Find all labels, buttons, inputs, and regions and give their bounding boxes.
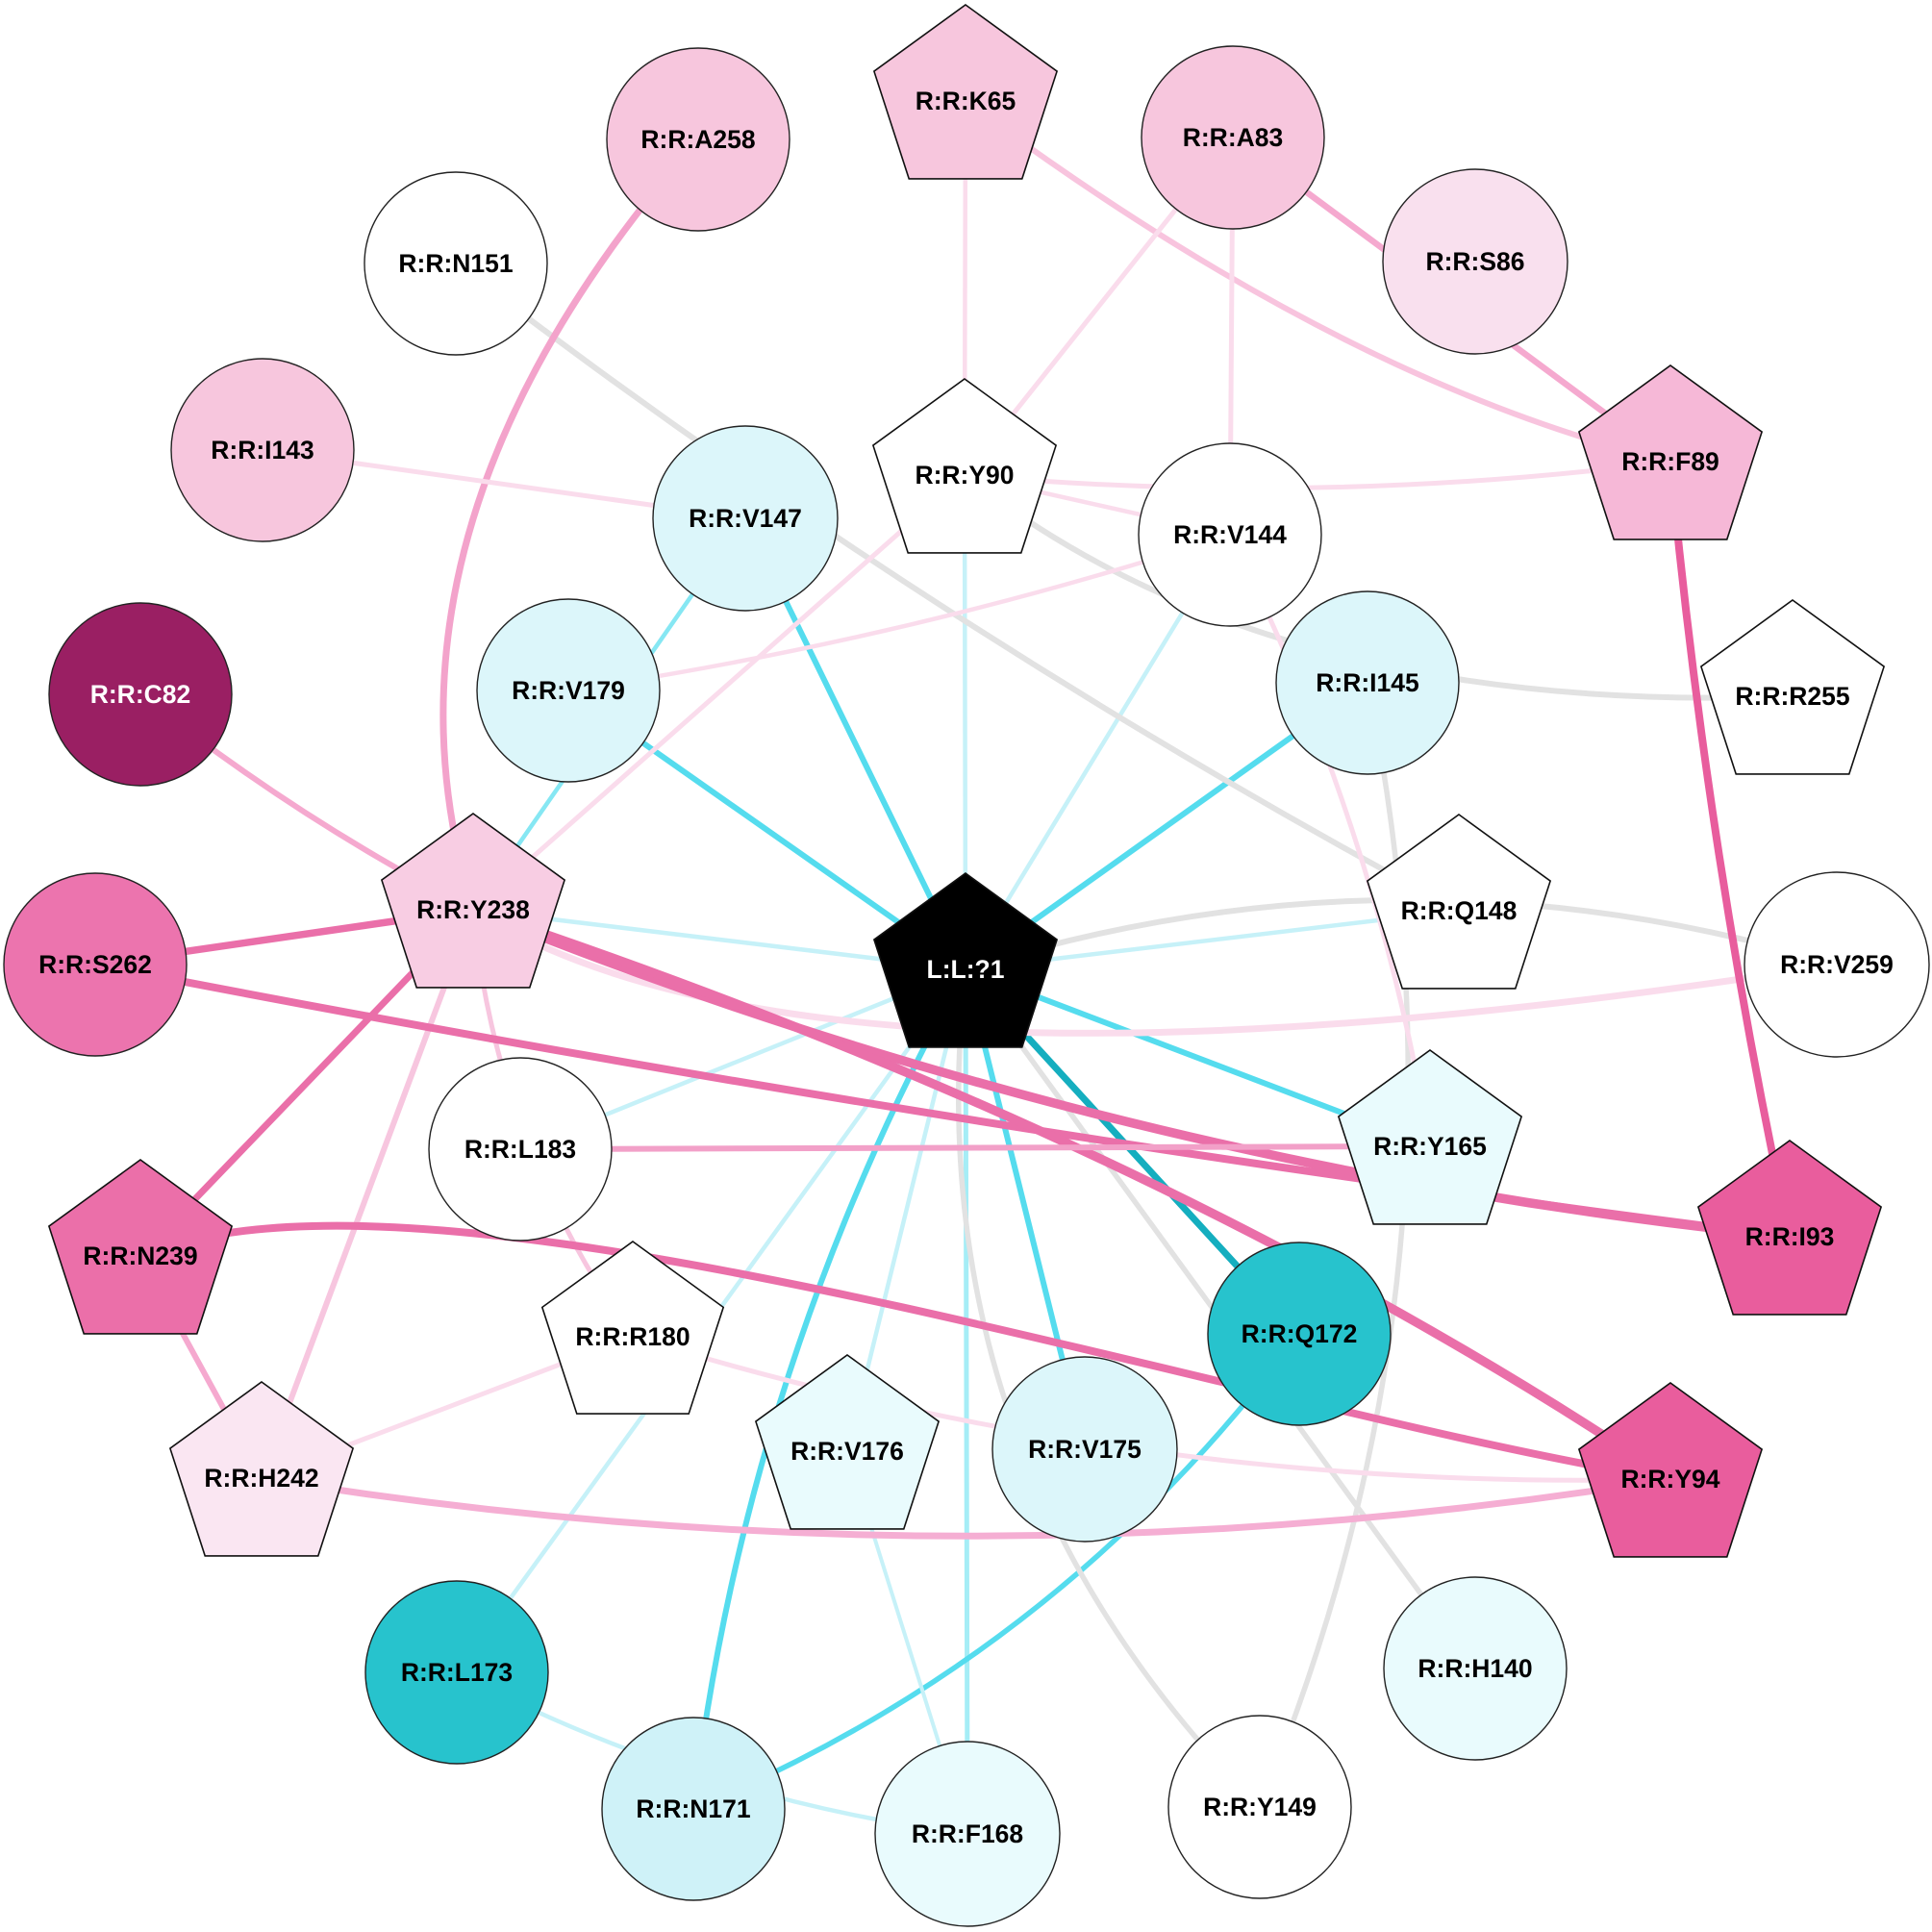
svg-text:R:R:N151: R:R:N151: [398, 249, 513, 278]
svg-text:R:R:R255: R:R:R255: [1735, 682, 1849, 711]
svg-text:R:R:Y149: R:R:Y149: [1203, 1793, 1317, 1821]
svg-text:R:R:V259: R:R:V259: [1780, 950, 1894, 979]
svg-text:R:R:Y165: R:R:Y165: [1373, 1132, 1487, 1161]
svg-text:R:R:S262: R:R:S262: [38, 950, 152, 979]
svg-text:R:R:A258: R:R:A258: [640, 125, 755, 154]
svg-text:R:R:Y238: R:R:Y238: [416, 895, 530, 924]
svg-text:R:R:N239: R:R:N239: [83, 1242, 197, 1270]
svg-text:R:R:I143: R:R:I143: [211, 436, 314, 464]
svg-text:R:R:V175: R:R:V175: [1028, 1435, 1142, 1464]
svg-text:R:R:F168: R:R:F168: [912, 1819, 1023, 1848]
svg-text:R:R:L173: R:R:L173: [401, 1658, 513, 1687]
svg-text:R:R:Q148: R:R:Q148: [1401, 896, 1518, 925]
svg-text:R:R:C82: R:R:C82: [90, 680, 191, 709]
svg-text:R:R:K65: R:R:K65: [916, 87, 1016, 115]
svg-text:R:R:V144: R:R:V144: [1173, 520, 1287, 549]
svg-text:R:R:R180: R:R:R180: [575, 1322, 690, 1351]
svg-text:R:R:I93: R:R:I93: [1745, 1222, 1835, 1251]
svg-text:R:R:N171: R:R:N171: [636, 1794, 750, 1823]
svg-text:R:R:H140: R:R:H140: [1418, 1654, 1532, 1683]
svg-text:R:R:I145: R:R:I145: [1316, 668, 1419, 697]
svg-text:L:L:?1: L:L:?1: [927, 955, 1005, 984]
svg-text:R:R:V179: R:R:V179: [512, 676, 625, 705]
svg-text:R:R:V176: R:R:V176: [790, 1437, 904, 1466]
svg-text:R:R:Y94: R:R:Y94: [1620, 1465, 1719, 1493]
svg-text:R:R:L183: R:R:L183: [464, 1135, 576, 1164]
svg-text:R:R:F89: R:R:F89: [1621, 447, 1719, 476]
svg-text:R:R:Y90: R:R:Y90: [915, 461, 1014, 489]
svg-text:R:R:V147: R:R:V147: [689, 504, 802, 533]
svg-text:R:R:S86: R:R:S86: [1425, 247, 1524, 276]
svg-text:R:R:A83: R:R:A83: [1183, 123, 1284, 152]
svg-text:R:R:Q172: R:R:Q172: [1242, 1319, 1358, 1348]
svg-text:R:R:H242: R:R:H242: [204, 1464, 318, 1493]
